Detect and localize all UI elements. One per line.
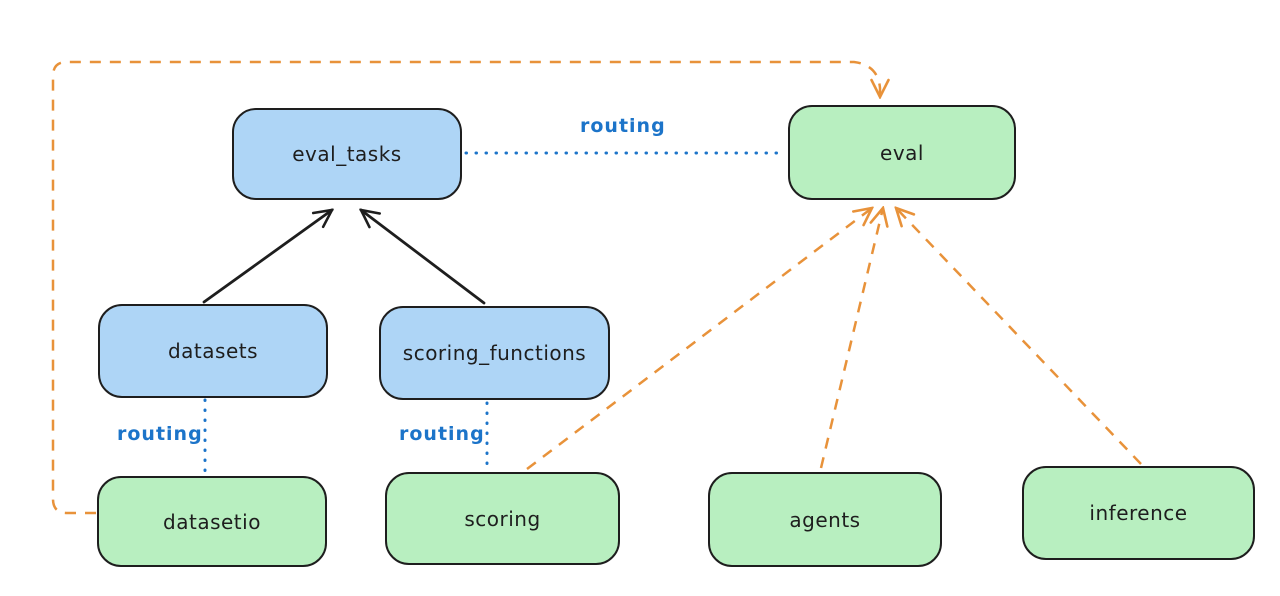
node-eval-tasks-label: eval_tasks bbox=[292, 142, 402, 166]
edge-agents-to-eval bbox=[819, 208, 883, 469]
edge-inference-to-eval bbox=[896, 208, 1142, 465]
node-inference: inference bbox=[1022, 466, 1255, 560]
node-datasetio: datasetio bbox=[97, 476, 327, 567]
edge-label-routing-scoring: routing bbox=[399, 423, 485, 445]
node-datasetio-label: datasetio bbox=[163, 509, 261, 534]
node-scoring-functions: scoring_functions bbox=[379, 306, 610, 400]
edge-scoring-functions-to-eval-tasks bbox=[361, 210, 486, 305]
node-eval: eval bbox=[788, 105, 1016, 200]
node-scoring: scoring bbox=[385, 472, 620, 565]
node-datasets: datasets bbox=[98, 304, 328, 398]
node-agents: agents bbox=[708, 472, 942, 567]
node-eval-tasks: eval_tasks bbox=[232, 108, 462, 200]
edge-label-routing-datasetio: routing bbox=[117, 423, 203, 445]
edge-datasets-to-eval-tasks bbox=[202, 210, 332, 304]
edge-datasetio-to-eval-loop bbox=[51, 60, 880, 515]
node-scoring-label: scoring bbox=[464, 506, 541, 531]
edge-label-routing-eval: routing bbox=[580, 115, 666, 137]
node-agents-label: agents bbox=[789, 507, 861, 532]
node-eval-label: eval bbox=[880, 140, 924, 165]
node-scoring-functions-label: scoring_functions bbox=[402, 341, 587, 365]
node-inference-label: inference bbox=[1089, 501, 1188, 525]
node-datasets-label: datasets bbox=[167, 339, 259, 363]
